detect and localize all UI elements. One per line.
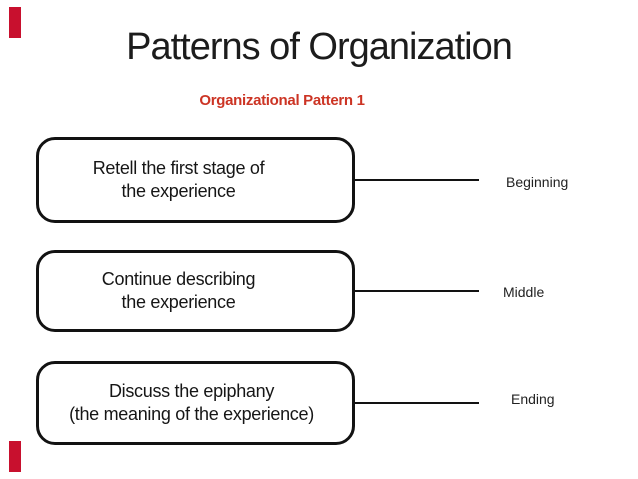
stage-box-beginning: Retell the first stage of the experience: [36, 137, 355, 223]
connector-line-ending: [355, 402, 479, 404]
flow-label-beginning: Beginning: [506, 174, 569, 190]
flow-label-ending: Ending: [511, 391, 555, 407]
red-accent-bar-top: [9, 7, 21, 38]
slide-title: Patterns of Organization: [126, 26, 513, 68]
stage-box-middle: Continue describing the experience: [36, 250, 355, 332]
stage-box-text-line: Continue describing: [101, 269, 256, 289]
stage-box-text-line: the experience: [121, 181, 236, 201]
red-accent-bar-bottom: [9, 441, 21, 472]
stage-box-ending: Discuss the epiphany (the meaning of the…: [36, 361, 355, 445]
connector-line-beginning: [355, 179, 479, 181]
stage-box-text-line: Retell the first stage of: [92, 158, 265, 178]
flow-label-middle: Middle: [503, 284, 545, 300]
slide-subtitle: Organizational Pattern 1: [199, 92, 365, 109]
stage-box-text-line: the experience: [121, 292, 236, 312]
connector-line-middle: [355, 290, 479, 292]
stage-box-text-line: Discuss the epiphany: [108, 381, 275, 401]
stage-box-text-line: (the meaning of the experience): [69, 404, 314, 424]
